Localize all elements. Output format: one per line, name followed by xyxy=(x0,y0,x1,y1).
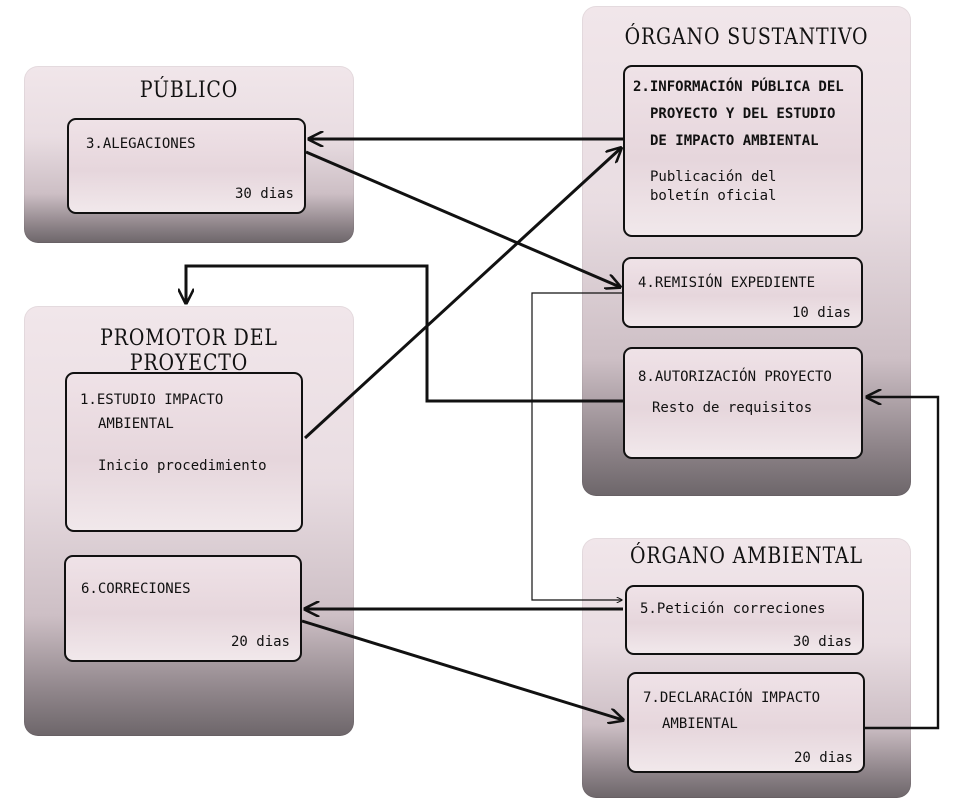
box-autorizacion-proyecto: 8.AUTORIZACIÓN PROYECTO Resto de requisi… xyxy=(623,347,863,459)
autorizacion-note: Resto de requisitos xyxy=(652,400,813,416)
estudio-title-line-1: 1.ESTUDIO IMPACTO xyxy=(80,392,224,408)
lane-title-promotor: PROMOTOR DEL PROYECTO xyxy=(100,326,278,376)
peticion-duration: 30 dias xyxy=(792,634,852,650)
lane-title-organo-sustantivo: ÓRGANO SUSTANTIVO xyxy=(624,25,869,50)
box-peticion-correciones: 5.Petición correciones 30 dias xyxy=(625,585,864,655)
informacion-title-line-3: DE IMPACTO AMBIENTAL xyxy=(650,133,819,149)
arrow-correciones-to-declaracion xyxy=(301,619,623,720)
remision-duration: 10 dias xyxy=(791,305,851,321)
box-estudio-impacto: 1.ESTUDIO IMPACTO AMBIENTAL Inicio proce… xyxy=(65,372,303,532)
correciones-title: 6.CORRECIONES xyxy=(81,581,191,597)
correciones-duration: 20 dias xyxy=(230,634,290,650)
arrow-autorizacion-to-promotor xyxy=(186,264,623,403)
informacion-note-line-1: Publicación del xyxy=(650,169,777,185)
informacion-note-line-2: boletín oficial xyxy=(650,188,777,204)
autorizacion-title: 8.AUTORIZACIÓN PROYECTO xyxy=(638,369,832,385)
declaracion-title-line-1: 7.DECLARACIÓN IMPACTO xyxy=(643,690,821,706)
box-informacion-publica: 2.INFORMACIÓN PÚBLICA DEL PROYECTO Y DEL… xyxy=(623,65,863,237)
remision-title: 4.REMISIÓN EXPEDIENTE xyxy=(638,275,816,291)
box-correciones: 6.CORRECIONES 20 dias xyxy=(64,555,302,662)
declaracion-title-line-2: AMBIENTAL xyxy=(662,716,738,732)
arrow-declaracion-to-autorizacion xyxy=(865,397,940,730)
peticion-title: 5.Petición correciones xyxy=(640,601,826,617)
informacion-title-line-2: PROYECTO Y DEL ESTUDIO xyxy=(650,106,836,122)
box-alegaciones: 3.ALEGACIONES 30 dias xyxy=(67,118,306,214)
box-declaracion-impacto: 7.DECLARACIÓN IMPACTO AMBIENTAL 20 dias xyxy=(627,672,865,773)
arrow-alegaciones-to-remision xyxy=(305,150,620,287)
alegaciones-title: 3.ALEGACIONES xyxy=(86,136,196,152)
lane-title-publico: PÚBLICO xyxy=(139,78,239,103)
arrow-remision-to-peticion xyxy=(531,292,623,600)
box-remision-expediente: 4.REMISIÓN EXPEDIENTE 10 dias xyxy=(622,257,863,328)
arrow-estudio-to-informacion xyxy=(303,148,621,440)
informacion-title-line-1: 2.INFORMACIÓN PÚBLICA DEL xyxy=(633,79,844,95)
declaracion-duration: 20 dias xyxy=(793,750,853,766)
alegaciones-duration: 30 dias xyxy=(234,186,294,202)
estudio-title-line-2: AMBIENTAL xyxy=(98,416,174,432)
lane-title-organo-ambiental: ÓRGANO AMBIENTAL xyxy=(630,544,863,569)
estudio-note: Inicio procedimiento xyxy=(98,458,267,474)
